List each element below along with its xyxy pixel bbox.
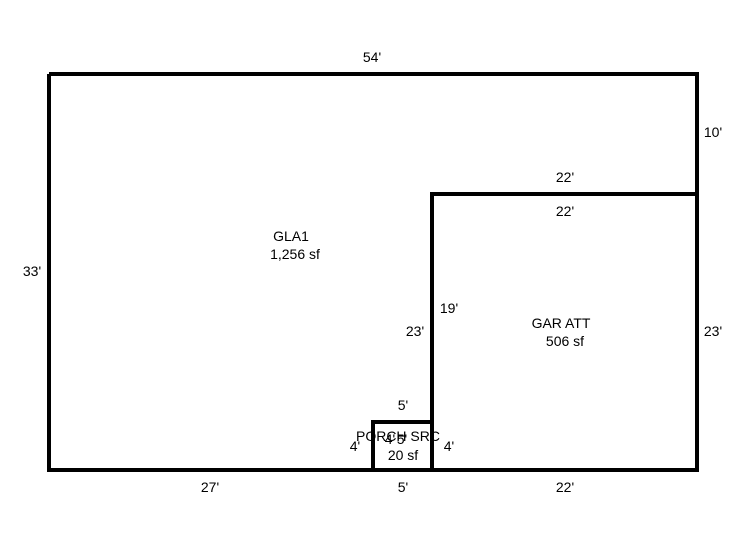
garage-dim-top-inner: 22' (556, 203, 574, 219)
porch-dim-top: 5' (398, 397, 408, 413)
porch-area: 20 sf (388, 447, 418, 463)
dim-left: 33' (23, 263, 41, 279)
dim-right-lower: 23' (704, 323, 722, 339)
dim-top: 54' (363, 49, 381, 65)
main-outline (47, 72, 699, 472)
garage-dim-top-outer: 22' (556, 169, 574, 185)
porch-dim-left-inner: 4' (385, 431, 395, 447)
porch-dim-right: 4' (444, 438, 454, 454)
garage-name: GAR ATT (532, 315, 591, 331)
garage-dim-left-inner: 19' (440, 300, 458, 316)
dim-bottom-right: 22' (556, 479, 574, 495)
porch-dim-left-outer: 4' (350, 438, 360, 454)
porch-outline (371, 420, 432, 470)
garage-area: 506 sf (546, 333, 584, 349)
gla-area: 1,256 sf (270, 246, 320, 262)
porch-name: PORCH SRC (356, 428, 440, 444)
dim-bottom-middle: 5' (398, 479, 408, 495)
dim-bottom-left: 27' (201, 479, 219, 495)
garage-dim-left-outer: 23' (406, 323, 424, 339)
garage-outline (430, 192, 697, 470)
gla-name: GLA1 (273, 228, 309, 244)
porch-dim-middle: 5' (397, 431, 407, 447)
dim-right-upper: 10' (704, 124, 722, 140)
